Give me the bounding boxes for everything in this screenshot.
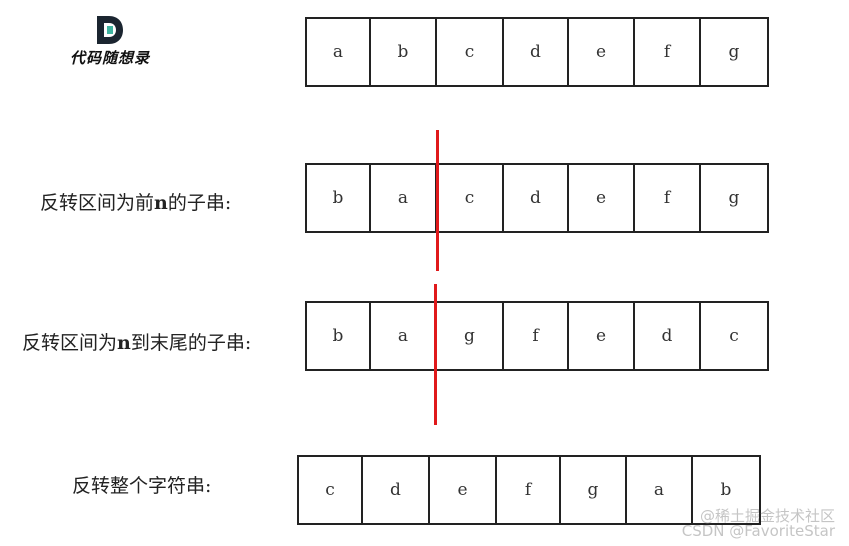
row-label-text: 到末尾的子串: — [130, 332, 252, 354]
array-cell: f — [504, 303, 569, 369]
array-cell: e — [430, 457, 497, 523]
array-cell: d — [363, 457, 430, 523]
array-reverse-n-to-end: b a g f e d c — [305, 301, 769, 371]
watermark-csdn: CSDN @FavoriteStar — [681, 522, 835, 540]
split-divider-line — [434, 284, 437, 425]
array-cell: e — [569, 19, 635, 85]
array-original: a b c d e f g — [305, 17, 769, 87]
row-label-reverse-whole: 反转整个字符串: — [72, 471, 211, 498]
array-cell: b — [307, 165, 371, 231]
array-cell: f — [635, 165, 701, 231]
logo-mark-icon — [97, 16, 123, 44]
array-cell: b — [371, 19, 437, 85]
array-cell: d — [504, 165, 569, 231]
logo-text: 代码随想录 — [69, 49, 150, 67]
array-cell: f — [635, 19, 701, 85]
array-cell: b — [307, 303, 371, 369]
row-label-text: 反转整个字符串: — [72, 475, 212, 497]
array-cell: c — [437, 19, 504, 85]
split-divider-line — [436, 130, 439, 271]
array-cell: f — [497, 457, 561, 523]
array-cell: g — [728, 188, 740, 208]
row-label-variable: n — [117, 332, 131, 354]
array-cell: g — [728, 42, 740, 62]
array-cell: e — [569, 303, 635, 369]
array-cell: g — [561, 457, 627, 523]
row-label-text: 的子串: — [167, 192, 232, 214]
row-label-reverse-n-to-end: 反转区间为n到末尾的子串: — [22, 328, 251, 355]
array-cell: d — [504, 19, 569, 85]
row-label-variable: n — [154, 192, 168, 214]
array-cell: c — [299, 457, 363, 523]
array-cell: c — [729, 326, 739, 346]
row-label-text: 反转区间为 — [22, 332, 118, 354]
array-cell: e — [569, 165, 635, 231]
array-cell: c — [437, 165, 504, 231]
logo: 代码随想录 — [60, 16, 160, 72]
array-cell: a — [371, 165, 437, 231]
row-label-text: 反转区间为前 — [40, 192, 155, 214]
array-cell: b — [720, 480, 732, 500]
array-cell: a — [307, 19, 371, 85]
array-cell: d — [635, 303, 701, 369]
array-cell: a — [627, 457, 693, 523]
array-cell: g — [437, 303, 504, 369]
row-label-reverse-first-n: 反转区间为前n的子串: — [40, 188, 231, 215]
array-cell: a — [371, 303, 437, 369]
watermark-juejin: @稀土掘金技术社区 — [699, 507, 835, 525]
array-reverse-whole: c d e f g a b — [297, 455, 761, 525]
array-reverse-first-n: b a c d e f g — [305, 163, 769, 233]
